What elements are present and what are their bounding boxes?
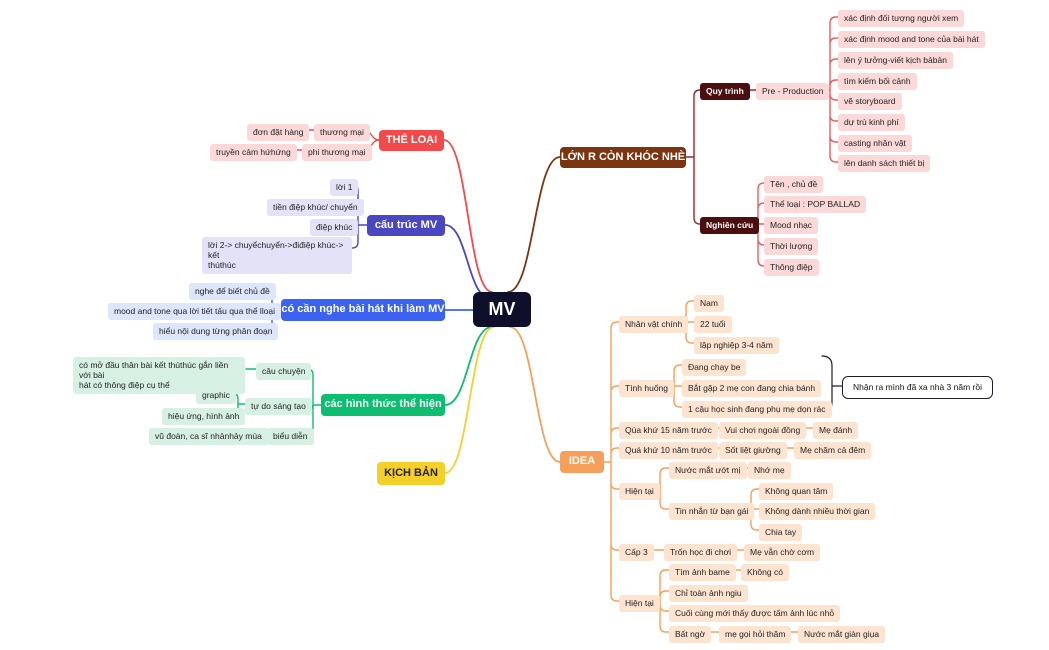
leaf-ten-chu-de[interactable]: Tên , chủ đề	[764, 176, 824, 193]
leaf-bat-gap[interactable]: Bắt gặp 2 mẹ con đang chia bánh	[682, 380, 822, 397]
leaf-22-tuoi[interactable]: 22 tuổi	[694, 316, 732, 333]
leaf-chia-tay[interactable]: Chia tay	[759, 524, 803, 541]
node-qua-khu-10[interactable]: Quá khứ 10 năm trước	[619, 442, 718, 459]
leaf-diep-khuc[interactable]: điệp khúc	[310, 219, 359, 236]
leaf-loi-1[interactable]: lời 1	[330, 179, 359, 196]
edge-the-loai	[443, 139, 493, 293]
leaf-casting[interactable]: casting nhân vật	[838, 135, 912, 152]
leaf-len-y-tuong[interactable]: lên ý tưởng-viết kịch bảbản	[838, 52, 953, 69]
edge-hinh-thuc	[444, 326, 493, 406]
leaf-khong-danh[interactable]: Không dành nhiều thời gian	[759, 503, 876, 520]
leaf-co-mo-dau-line1: có mở đầu thân bài kết thúthúc gắn liền …	[79, 360, 229, 381]
leaf-dang-chay-be[interactable]: Đang chạy be	[682, 359, 747, 376]
leaf-me-goi[interactable]: mẹ gọi hỏi thăm	[719, 626, 792, 643]
edge-idea	[509, 326, 561, 463]
branch-idea[interactable]: IDEA	[560, 451, 604, 473]
node-nhan-vat-chinh[interactable]: Nhân vật chính	[619, 316, 689, 333]
node-quy-trinh[interactable]: Quy trình	[700, 83, 750, 100]
leaf-ve-storyboard[interactable]: vẽ storyboard	[838, 93, 902, 110]
leaf-graphic[interactable]: graphic	[196, 387, 236, 404]
leaf-lap-nghiep[interactable]: lập nghiệp 3-4 năm	[694, 337, 779, 354]
edge-idea-main	[603, 321, 620, 602]
edge-lr	[685, 89, 701, 225]
edge-ht	[304, 368, 322, 435]
leaf-tim-kiem-boi-canh[interactable]: tìm kiếm bối cảnh	[838, 73, 917, 90]
leaf-me-cham[interactable]: Mẹ chăm cả đêm	[794, 442, 872, 459]
node-cap-3[interactable]: Cấp 3	[619, 544, 654, 561]
leaf-xac-dinh-doi-tuong[interactable]: xác định đối tượng người xem	[838, 10, 965, 27]
edge-cau-truc	[444, 224, 491, 299]
leaf-vui-choi[interactable]: Vui chơi ngoài đồng	[719, 422, 807, 439]
leaf-du-tru-kinh-phi[interactable]: dự trù kinh phí	[838, 114, 905, 131]
leaf-thong-diep[interactable]: Thông điệp	[764, 259, 819, 276]
leaf-chi-toan[interactable]: Chỉ toàn ảnh ngiu	[669, 585, 748, 602]
branch-the-loai[interactable]: THỂ LOẠI	[379, 130, 444, 151]
leaf-mood-nhac[interactable]: Mood nhạc	[764, 217, 819, 234]
leaf-nghe-de-biet[interactable]: nghe để biết chủ đề	[189, 283, 276, 300]
leaf-cau-hoc-sinh[interactable]: 1 cậu học sinh đang phụ mẹ dọn rác	[682, 401, 832, 418]
leaf-thuong-mai[interactable]: thương mại	[314, 124, 370, 141]
leaf-vu-doan[interactable]: vũ đoàn, ca sĩ nhảnhảy múa	[149, 428, 268, 445]
edge-lon-r	[507, 156, 561, 293]
leaf-loi-2-line2: thúthúc	[208, 260, 236, 271]
leaf-cuoi-cung[interactable]: Cuối cùng mới thấy được tấm ảnh lúc nhỏ	[669, 605, 841, 622]
leaf-bieu-dien[interactable]: biểu diễn	[267, 428, 314, 445]
callout-nhan-ra[interactable]: Nhận ra mình đã xa nhà 3 năm rồi	[842, 376, 993, 399]
leaf-the-loai-pop[interactable]: Thể loại : POP BALLAD	[764, 196, 867, 213]
leaf-tim-anh[interactable]: Tìm ảnh bame	[669, 564, 736, 581]
leaf-nho-me[interactable]: Nhớ mẹ	[748, 462, 791, 479]
leaf-loi-2-line1: lời 2-> chuyểchuyển->điđiệp khúc-> kết	[208, 240, 344, 261]
leaf-tien-diep-khuc[interactable]: tiền điệp khúc/ chuyển	[267, 199, 364, 216]
branch-hinh-thuc[interactable]: các hình thức thể hiện	[321, 394, 445, 416]
node-hien-tai-1[interactable]: Hiện tại	[619, 483, 660, 500]
leaf-khong-quan-tam[interactable]: Không quan tâm	[759, 483, 834, 500]
leaf-sot-liet-giuong[interactable]: Sốt liệt giường	[719, 442, 787, 459]
leaf-danh-sach-thiet-bi[interactable]: lên danh sách thiết bị	[838, 155, 931, 172]
leaf-nuoc-mat-uot[interactable]: Nước mắt ướt mị	[669, 462, 747, 479]
leaf-phi-thuong-mai[interactable]: phi thương mại	[302, 144, 372, 161]
edge-kich-ban	[444, 326, 495, 474]
branch-lon-r[interactable]: LỚN R CÒN KHÓC NHÈ	[560, 147, 686, 168]
leaf-tu-do-sang-tao[interactable]: tự do sáng tạo	[245, 398, 312, 415]
branch-kich-ban[interactable]: KỊCH BẢN	[377, 462, 445, 485]
leaf-xac-dinh-mood[interactable]: xác định mood and tone của bài hát	[838, 31, 985, 48]
leaf-khong-co[interactable]: Không có	[741, 564, 789, 581]
node-qua-khu-15[interactable]: Qúa khứ 15 năm trước	[619, 422, 718, 439]
branch-cau-truc[interactable]: cấu trúc MV	[367, 215, 445, 236]
leaf-nam[interactable]: Nam	[694, 295, 724, 312]
leaf-thoi-luong[interactable]: Thời lượng	[764, 238, 819, 255]
leaf-nuoc-mat-gian[interactable]: Nước mắt giàn giụa	[798, 626, 886, 643]
leaf-me-danh[interactable]: Mẹ đánh	[813, 422, 859, 439]
leaf-loi-2[interactable]: lời 2-> chuyểchuyển->điđiệp khúc-> kết t…	[202, 237, 352, 274]
leaf-hieu-ung[interactable]: hiệu ứng, hình ảnh	[162, 408, 246, 425]
leaf-mood-and-tone[interactable]: mood and tone qua lời tiết tấu qua thể l…	[108, 303, 282, 320]
leaf-tin-nhan[interactable]: Tin nhắn từ bạn gái	[669, 503, 755, 520]
leaf-don-dat-hang[interactable]: đơn đặt hàng	[247, 124, 310, 141]
node-pre-production[interactable]: Pre - Production	[756, 83, 830, 100]
leaf-bat-ngo[interactable]: Bất ngờ	[669, 626, 712, 643]
leaf-hieu-noi-dung[interactable]: hiểu nội dung từng phân đoạn	[153, 323, 279, 340]
leaf-tron-hoc[interactable]: Trốn học đi chơi	[664, 544, 738, 561]
branch-co-can-nghe[interactable]: có cần nghe bài hát khi làm MV	[281, 299, 445, 321]
leaf-cau-chuyen[interactable]: câu chuyện	[256, 363, 312, 380]
leaf-me-van-cho[interactable]: Mẹ vẫn chờ cơm	[744, 544, 821, 561]
node-nghien-cuu[interactable]: Nghiên cứu	[700, 217, 760, 234]
root-node[interactable]: MV	[473, 292, 531, 327]
leaf-co-mo-dau-line2: hát có thông điệp cụ thể	[79, 380, 170, 391]
node-hien-tai-2[interactable]: Hiện tại	[619, 595, 660, 612]
node-tinh-huong[interactable]: Tình huống	[619, 380, 675, 397]
leaf-truyen-cam-hung[interactable]: truyền cảm hứhứng	[210, 144, 297, 161]
